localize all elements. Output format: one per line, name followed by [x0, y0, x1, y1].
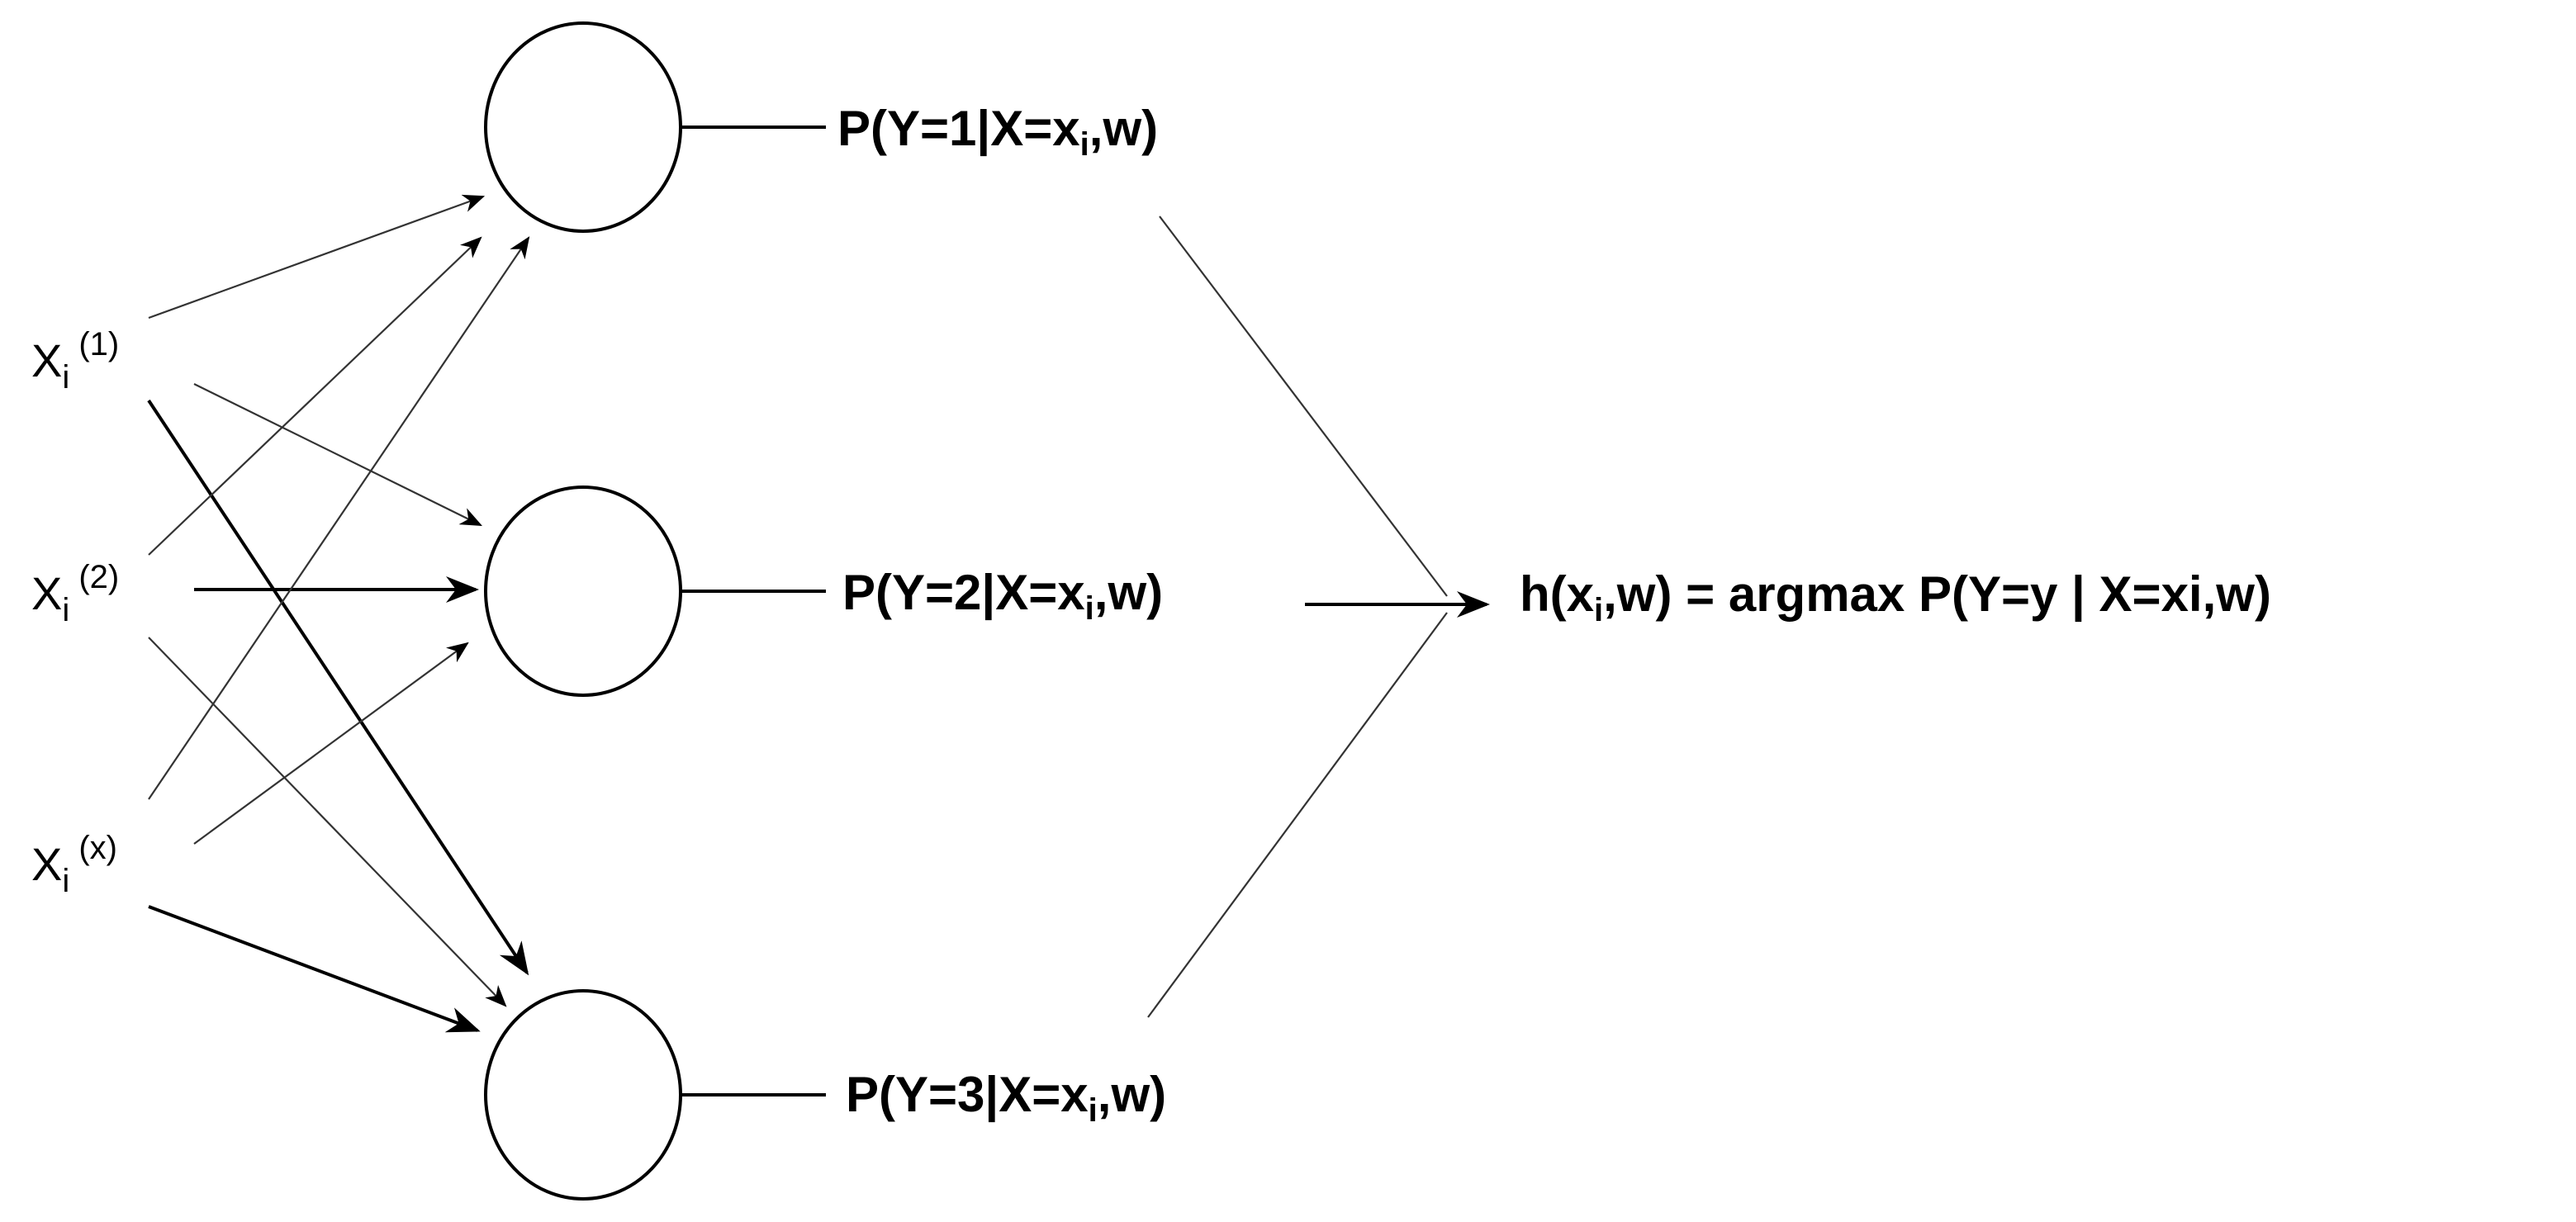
input-label-1: Xi (1)	[31, 326, 119, 395]
input-2-sub: i	[62, 592, 69, 628]
output-label-2: P(Y=2|X=xi,w)	[842, 565, 1163, 627]
output-3-sub: i	[1089, 1092, 1098, 1129]
node-1	[484, 21, 682, 233]
edge-x3-node2	[193, 642, 469, 845]
node-2	[484, 485, 682, 697]
output-2-pre: P(Y=2|X=x	[842, 565, 1085, 621]
output-1-pre: P(Y=1|X=x	[837, 101, 1080, 157]
output-1-sub: i	[1080, 126, 1089, 163]
output-nodes	[484, 21, 682, 1201]
input-2-base: X	[31, 567, 62, 619]
input-labels: Xi (1) Xi (2) Xi (x)	[31, 326, 119, 899]
input-label-2: Xi (2)	[31, 559, 119, 628]
input-3-base: X	[31, 838, 62, 890]
output-2-post: ,w)	[1094, 565, 1163, 620]
converge-line-bottom	[1147, 612, 1448, 1018]
output-3-pre: P(Y=3|X=x	[846, 1067, 1089, 1123]
converging-lines	[1147, 216, 1490, 1018]
edge-x1-node3	[147, 399, 529, 976]
input-connections	[147, 194, 530, 1033]
output-2-sub: i	[1085, 590, 1094, 627]
hypothesis-sub: i	[1594, 592, 1603, 628]
input-2-sup: (2)	[69, 559, 119, 595]
input-1-sub: i	[62, 359, 69, 395]
node-3	[484, 989, 682, 1201]
edge-x2-node3	[148, 637, 507, 1007]
output-3-post: ,w)	[1098, 1067, 1166, 1122]
input-label-3: Xi (x)	[31, 830, 117, 899]
hypothesis-pre: h(x	[1520, 566, 1594, 622]
edge-x1-node2	[193, 383, 482, 526]
edge-x2-node1	[148, 236, 482, 556]
node-output-lines	[681, 126, 826, 1096]
input-3-sub: i	[62, 863, 69, 899]
output-1-post: ,w)	[1089, 101, 1158, 156]
edge-x3-node3	[148, 905, 481, 1033]
output-label-3: P(Y=3|X=xi,w)	[846, 1067, 1166, 1129]
output-labels: P(Y=1|X=xi,w) P(Y=2|X=xi,w) P(Y=3|X=xi,w…	[837, 101, 1166, 1129]
output-label-1: P(Y=1|X=xi,w)	[837, 101, 1158, 163]
input-3-sup: (x)	[69, 830, 117, 866]
edge-x1-node1	[148, 194, 486, 320]
edge-x3-node1	[148, 236, 530, 800]
hypothesis-post: ,w) = argmax P(Y=y | X=xi,w)	[1603, 566, 2271, 623]
input-1-base: X	[31, 334, 62, 386]
hypothesis-label: h(xi,w) = argmax P(Y=y | X=xi,w)	[1520, 566, 2271, 628]
converge-line-top	[1159, 216, 1448, 597]
input-1-sup: (1)	[69, 326, 119, 362]
